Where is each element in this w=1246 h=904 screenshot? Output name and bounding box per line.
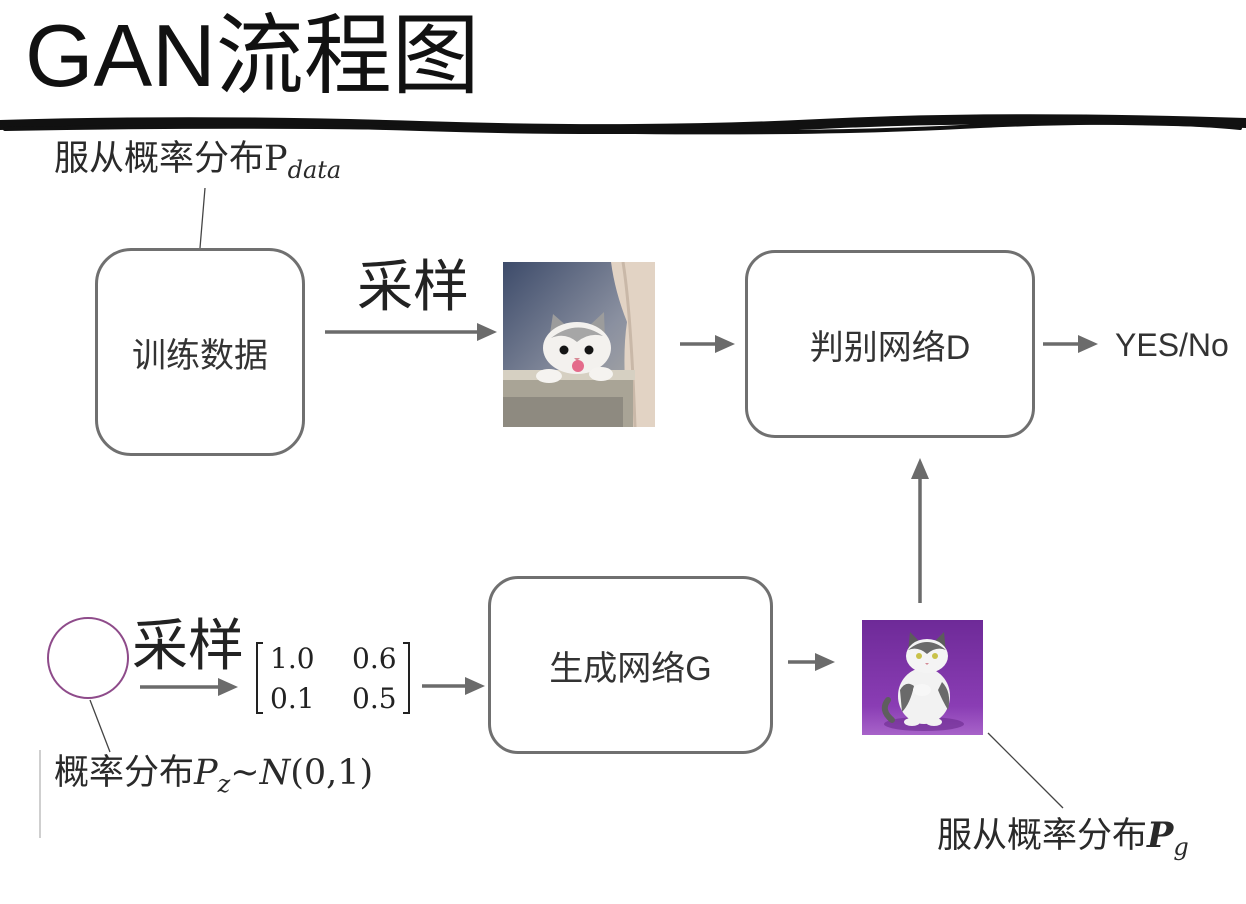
arrow-head	[218, 678, 238, 696]
annotation-symbol: P	[264, 139, 288, 179]
node-training-data: 训练数据	[95, 248, 305, 456]
noise-circle	[47, 617, 129, 699]
arrow-head	[715, 335, 735, 353]
generated-sample-cat-photo	[862, 620, 983, 735]
cat-paws	[536, 367, 613, 383]
annotation-tilde: ~	[230, 753, 260, 793]
annotation-text: 服从概率分布	[54, 139, 265, 178]
output-label: YES/No	[1115, 327, 1229, 363]
arrow-discriminator-to-output	[1043, 335, 1098, 353]
leader-line-real-distribution	[199, 187, 206, 249]
annotation-symbol: P	[1147, 815, 1174, 856]
arrow-sample-noise	[140, 678, 238, 696]
leader-line-generated-distribution	[987, 732, 1064, 809]
annotation-generated-distribution: 服从概率分布Pg	[937, 815, 1189, 861]
real-sample-cat-photo	[503, 262, 655, 427]
cat-head	[543, 312, 611, 374]
matrix-bracket-left	[256, 642, 263, 714]
arrow-generator-to-sample	[788, 653, 835, 671]
annotation-params: (0,1)	[290, 753, 374, 793]
annotation-symbol: P	[194, 753, 218, 793]
arrow-head	[477, 323, 497, 341]
matrix-cell: 0.1	[270, 682, 315, 715]
arrow-generated-to-discriminator	[911, 458, 929, 603]
arrow-head	[911, 458, 929, 479]
title-divider	[0, 114, 1246, 135]
page-title: GAN流程图	[25, 6, 480, 105]
matrix-bracket-right	[403, 642, 410, 714]
divider-stroke-texture	[3, 120, 1242, 135]
noise-matrix: 1.0 0.6 0.1 0.5	[254, 640, 412, 718]
matrix-cell: 0.6	[352, 642, 397, 675]
annotation-text: 服从概率分布	[937, 816, 1148, 855]
cat-head	[906, 632, 948, 673]
annotation-text: 概率分布	[54, 753, 195, 792]
node-discriminator: 判别网络D	[745, 250, 1035, 438]
arrow-head	[1078, 335, 1098, 353]
edge-label-sample-noise: 采样	[132, 614, 244, 677]
arrow-head	[465, 677, 485, 695]
cat-body	[881, 668, 950, 726]
matrix-cell: 0.5	[352, 682, 397, 715]
node-generator: 生成网络G	[488, 576, 773, 754]
leader-line-noise-distribution	[89, 699, 111, 753]
arrow-sample-real	[325, 323, 497, 341]
matrix-cell: 1.0	[270, 642, 315, 675]
annotation-noise-distribution: 概率分布Pz~N(0,1)	[54, 752, 374, 798]
arrow-head	[815, 653, 835, 671]
divider-stroke	[0, 114, 1246, 135]
node-label: 判别网络D	[809, 328, 971, 367]
annotation-real-distribution: 服从概率分布Pdata	[54, 138, 342, 184]
edge-label-sample-real: 采样	[357, 255, 469, 318]
annotation-dist: N	[259, 753, 291, 793]
annotation-subscript: data	[287, 156, 342, 184]
arrow-matrix-to-generator	[422, 677, 485, 695]
node-label: 训练数据	[132, 336, 268, 375]
annotation-subscript: g	[1173, 833, 1189, 861]
arrow-real-to-discriminator	[680, 335, 735, 353]
annotation-subscript: z	[217, 770, 231, 798]
node-label: 生成网络G	[549, 649, 712, 688]
